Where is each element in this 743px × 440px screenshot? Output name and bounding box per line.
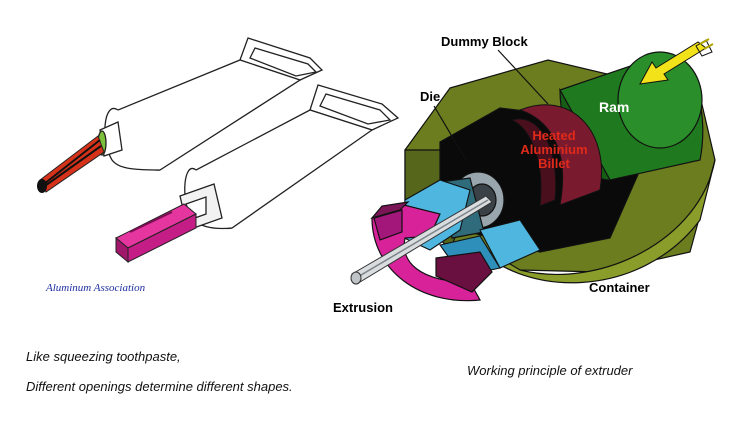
caption-line-1: Like squeezing toothpaste, [26, 349, 181, 364]
label-billet-line3: Billet [538, 156, 570, 171]
label-ram: Ram [599, 99, 630, 115]
extrusion-rod [350, 195, 493, 285]
tube-profile-output [179, 84, 400, 231]
label-dummy-block: Dummy Block [441, 34, 528, 49]
heated-billet [510, 104, 602, 207]
label-billet-line2: Aluminium [520, 142, 588, 157]
label-container: Container [589, 280, 650, 295]
source-credit: Aluminum Association [46, 282, 146, 294]
label-heated-billet: Heated Aluminium Billet [514, 129, 594, 171]
round-extrudate [37, 135, 105, 193]
leader-lines [433, 49, 549, 161]
label-billet-line1: Heated [532, 128, 576, 143]
label-die: Die [420, 89, 441, 104]
ram-direction-arrow [639, 38, 714, 85]
caption-line-2: Different openings determine different s… [26, 379, 293, 394]
caption-extruder: Working principle of extruder [467, 363, 633, 378]
label-extrusion: Extrusion [333, 300, 393, 315]
profile-extrudate [115, 203, 197, 264]
